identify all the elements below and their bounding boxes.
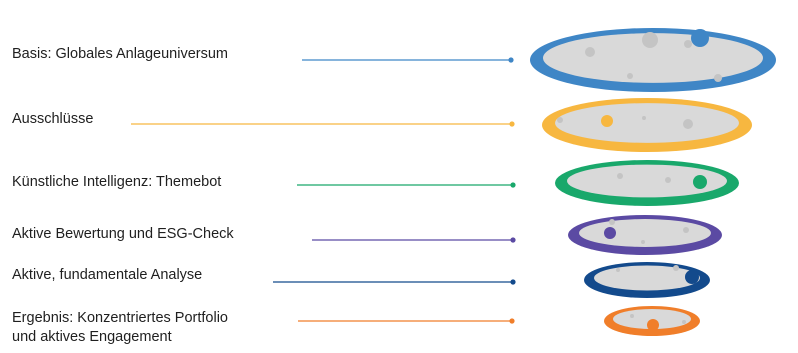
decor-ball-14 [673, 265, 679, 271]
leader-dot-fundamental-analyse [510, 279, 516, 285]
step-label-ergebnis-line1: Ergebnis: Konzentriertes Portfolio [12, 310, 228, 326]
decor-ball-11 [683, 227, 689, 233]
leader-dot-ergebnis [509, 318, 515, 324]
decor-ball-6 [683, 119, 693, 129]
funnel-ring-opening-basis [543, 33, 763, 83]
accent-ball-fundamental-analyse [685, 270, 699, 284]
funnel-ring-opening-ausschluesse [555, 103, 739, 143]
decor-ball-15 [630, 314, 634, 318]
decor-ball-9 [665, 177, 671, 183]
decor-ball-3 [627, 73, 633, 79]
step-label-ausschluesse: Ausschlüsse [12, 111, 94, 127]
leader-dot-themebot [510, 182, 516, 188]
funnel-ring-lip-ergebnis [613, 320, 691, 334]
accent-ball-themebot [693, 175, 707, 189]
funnel-ring-opening-themebot [567, 164, 727, 198]
decor-ball-13 [616, 268, 620, 272]
decor-ball-5 [557, 117, 563, 123]
accent-ball-ergebnis [647, 319, 659, 331]
funnel-ring-lip-esg-check [579, 234, 711, 252]
decor-ball-12 [641, 240, 645, 244]
decor-ball-0 [585, 47, 595, 57]
decor-ball-1 [642, 32, 658, 48]
decor-ball-10 [609, 219, 615, 225]
step-label-fundamental-analyse: Aktive, fundamentale Analyse [12, 267, 203, 283]
funnel-ring-lip-themebot [567, 182, 727, 203]
accent-ball-esg-check [604, 227, 616, 239]
decor-ball-7 [642, 116, 646, 120]
accent-ball-ausschluesse [601, 115, 613, 127]
funnel-ring-lip-fundamental-analyse [594, 279, 700, 295]
accent-ball-basis [691, 29, 709, 47]
leader-dot-esg-check [510, 237, 516, 243]
funnel-ring-opening-esg-check [579, 219, 711, 247]
funnel-ring-opening-ergebnis [613, 308, 691, 330]
step-label-basis: Basis: Globales Anlageuniversum [12, 46, 229, 62]
leader-dot-ausschluesse [509, 121, 515, 127]
decor-ball-2 [684, 40, 692, 48]
leader-dot-basis [508, 57, 514, 63]
step-label-ergebnis-line2: und aktives Engagement [12, 329, 172, 345]
funnel-ring-opening-fundamental-analyse [594, 265, 700, 291]
step-label-themebot: Künstliche Intelligenz: Themebot [12, 174, 222, 190]
decor-ball-8 [617, 173, 623, 179]
step-label-ergebnis: Ergebnis: Konzentriertes Portfolio und a… [12, 309, 228, 347]
step-label-esg-check: Aktive Bewertung und ESG-Check [12, 226, 234, 242]
decor-ball-4 [714, 74, 722, 82]
funnel-ring-lip-basis [543, 59, 763, 89]
decor-ball-16 [682, 320, 686, 324]
funnel-ring-lip-ausschluesse [555, 124, 739, 149]
